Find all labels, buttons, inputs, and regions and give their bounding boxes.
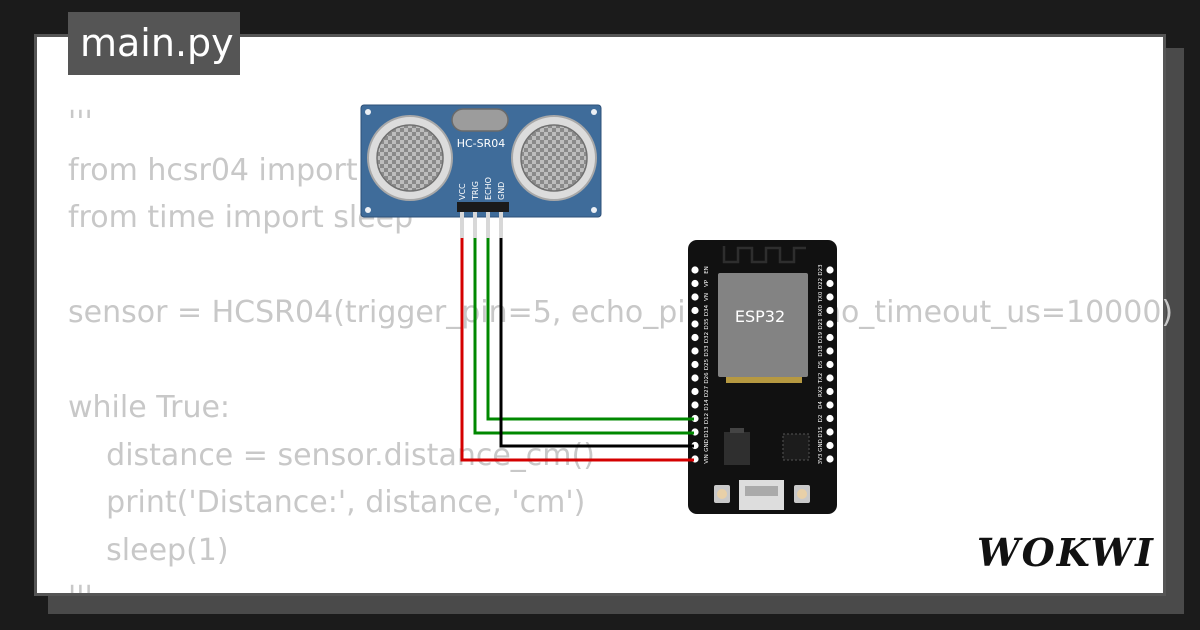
right-pin-label: TX2 xyxy=(818,373,824,385)
right-pin-label: D18 xyxy=(818,345,824,357)
left-pin-label: D26 xyxy=(704,372,710,384)
esp32-board[interactable]: ESP32 ENVPVND34D35D32D33D25D26D27D14D12D… xyxy=(688,240,837,514)
left-pin-label: VIN xyxy=(704,454,710,464)
code-line: ''' xyxy=(68,105,93,140)
code-line: sleep(1) xyxy=(68,532,229,568)
code-listing: ''' from hcsr04 import HCSR04 from time … xyxy=(68,99,1173,622)
right-header-pin[interactable] xyxy=(826,414,834,423)
left-header-pin[interactable] xyxy=(691,347,699,355)
right-header-pin[interactable] xyxy=(826,279,834,288)
left-header-pin[interactable] xyxy=(691,279,699,288)
wire-echo[interactable] xyxy=(486,238,694,421)
right-header-pin[interactable] xyxy=(826,360,834,369)
left-header-pin[interactable] xyxy=(691,293,699,301)
right-pin-label: D22 xyxy=(818,278,824,289)
code-line: while True: xyxy=(68,390,231,425)
left-header-pin[interactable] xyxy=(691,306,699,315)
board-label: ESP32 xyxy=(735,307,785,326)
right-pin-label: D23 xyxy=(818,264,824,276)
sensor-label: HC-SR04 xyxy=(457,137,506,150)
left-pin-label: VP xyxy=(704,279,710,287)
right-header-pin[interactable] xyxy=(826,306,834,315)
left-header-pin[interactable] xyxy=(691,333,699,342)
right-header-pin[interactable] xyxy=(826,428,834,436)
left-header-pin[interactable] xyxy=(691,374,699,382)
right-pin-label: RX2 xyxy=(818,386,824,397)
right-header-pin[interactable] xyxy=(826,293,834,301)
right-pin-label: D19 xyxy=(818,331,824,343)
wokwi-logo: WOKWI xyxy=(977,530,1153,575)
hc-sr04-sensor[interactable]: HC-SR04 VCC TRIG ECHO GND xyxy=(360,104,602,218)
right-pin-label: GND xyxy=(818,439,824,452)
file-title: main.py xyxy=(80,21,234,65)
left-header-pin[interactable] xyxy=(691,266,699,274)
left-pin-label: D13 xyxy=(704,426,710,438)
right-header-pin[interactable] xyxy=(826,320,834,328)
right-pin-label: D4 xyxy=(818,401,824,409)
sensor-pin-trig: TRIG xyxy=(471,181,480,201)
right-header-pin[interactable] xyxy=(826,266,834,274)
left-header-pin[interactable] xyxy=(691,387,699,396)
right-header-pin[interactable] xyxy=(826,455,834,463)
right-pin-label: D15 xyxy=(818,426,824,438)
right-pin-label: D5 xyxy=(818,360,824,368)
right-pin-label: RX0 xyxy=(818,304,824,316)
right-header-pins xyxy=(826,266,834,463)
sensor-pin-gnd: GND xyxy=(497,182,506,200)
left-header-pin[interactable] xyxy=(691,320,699,328)
sensor-pin-vcc: VCC xyxy=(458,183,467,200)
left-header-pins xyxy=(691,266,699,463)
left-pin-label: D25 xyxy=(704,358,710,370)
left-pin-label: GND xyxy=(704,439,710,452)
left-pin-label: D34 xyxy=(704,304,710,316)
wire-gnd[interactable] xyxy=(499,238,694,448)
right-pin-labels: D23D22TX0RX0D21D19D18D5TX2RX2D4D2D15GND3… xyxy=(818,264,824,465)
right-header-pin[interactable] xyxy=(826,387,834,396)
left-pin-label: D27 xyxy=(704,385,710,397)
right-header-pin[interactable] xyxy=(826,347,834,355)
right-pin-label: 3V3 xyxy=(818,453,824,464)
right-header-pin[interactable] xyxy=(826,441,834,450)
left-pin-label: D33 xyxy=(704,345,710,357)
right-pin-label: D21 xyxy=(818,318,824,329)
code-line: print('Distance:', distance, 'cm') xyxy=(68,485,586,520)
right-header-pin[interactable] xyxy=(826,401,834,409)
left-pin-label: EN xyxy=(704,266,710,274)
sensor-pin-echo: ECHO xyxy=(484,177,493,200)
wire-vcc[interactable] xyxy=(460,238,694,462)
file-title-tab[interactable]: main.py xyxy=(68,12,240,75)
left-pin-label: D14 xyxy=(704,399,710,411)
wire-trig[interactable] xyxy=(473,238,694,435)
left-pin-label: VN xyxy=(704,293,710,301)
wokwi-logo-text: WOKWI xyxy=(977,530,1155,575)
left-pin-label: D35 xyxy=(704,318,710,330)
code-line: ''' xyxy=(68,580,93,615)
right-header-pin[interactable] xyxy=(826,374,834,382)
left-pin-label: D12 xyxy=(704,413,710,424)
left-pin-label: D32 xyxy=(704,332,710,343)
right-pin-label: TX0 xyxy=(818,291,824,303)
wires xyxy=(460,212,694,462)
left-header-pin[interactable] xyxy=(691,401,699,409)
right-pin-label: D2 xyxy=(818,415,824,423)
right-header-pin[interactable] xyxy=(826,333,834,342)
left-header-pin[interactable] xyxy=(691,360,699,369)
code-line: distance = sensor.distance_cm() xyxy=(68,437,595,473)
